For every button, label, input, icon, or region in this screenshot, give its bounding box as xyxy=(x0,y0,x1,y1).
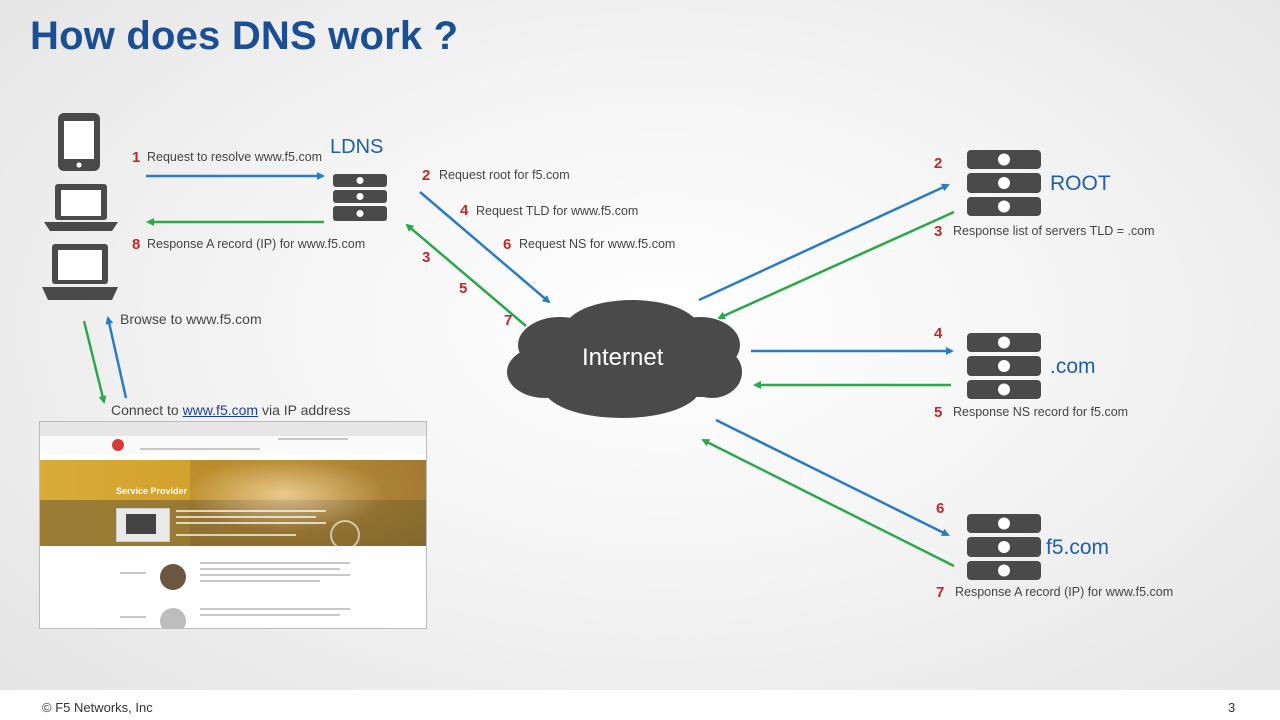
hero-thumbnail-screen xyxy=(126,514,156,534)
f5-label: f5.com xyxy=(1046,536,1110,559)
section-text-line xyxy=(200,580,320,582)
f5-logo-icon xyxy=(112,439,124,451)
step-label: Request root for f5.com xyxy=(439,168,570,182)
internet-label: Internet xyxy=(582,344,664,371)
step-number: 1 xyxy=(132,149,141,166)
com-server-icon xyxy=(967,333,1041,399)
arrow-internet-to-ldns xyxy=(405,223,527,327)
copyright: © F5 Networks, Inc xyxy=(42,700,153,715)
root-server-icon xyxy=(967,150,1041,216)
step-label: Response A record (IP) for www.f5.com xyxy=(147,237,366,251)
section-label-line xyxy=(120,616,146,618)
laptop-icon xyxy=(42,244,118,300)
arrow-ldns-to-internet xyxy=(419,191,551,304)
step-label: Request to resolve www.f5.com xyxy=(147,150,323,164)
root-label: ROOT xyxy=(1050,172,1111,195)
step-number: 6 xyxy=(936,500,945,517)
step-number: 4 xyxy=(460,202,469,219)
section-text-line xyxy=(200,574,350,576)
arrow-from-f5 xyxy=(701,438,955,568)
connect-label: Connect to www.f5.com via IP address xyxy=(111,402,350,418)
nav-links xyxy=(278,438,348,440)
page-number: 3 xyxy=(1228,700,1236,715)
browser-screenshot: Service Provider xyxy=(39,421,427,629)
arrow-browse xyxy=(105,316,128,399)
hero-text-line xyxy=(176,534,296,536)
step-number: 3 xyxy=(422,249,431,266)
step-number: 7 xyxy=(936,584,945,601)
step-number: 2 xyxy=(934,155,943,172)
ldns-server-icon xyxy=(333,174,387,221)
step-label: Response A record (IP) for www.f5.com xyxy=(955,585,1174,599)
com-label: .com xyxy=(1050,355,1096,378)
nav-links xyxy=(140,448,260,450)
section-text-line xyxy=(200,608,350,610)
step-number: 4 xyxy=(934,325,943,342)
step-number: 5 xyxy=(459,280,468,297)
connect-link[interactable]: www.f5.com xyxy=(182,402,259,418)
arrow-connect xyxy=(82,320,107,404)
hero-text-line xyxy=(176,516,316,518)
step-label: Request NS for www.f5.com xyxy=(519,237,676,251)
browser-chrome xyxy=(40,422,426,437)
hero-text-line xyxy=(176,522,326,524)
hero-text-line xyxy=(176,510,326,512)
browser-nav xyxy=(40,436,426,454)
section-text-line xyxy=(200,614,340,616)
step-label: Response NS record for f5.com xyxy=(953,405,1129,419)
cloud-icon xyxy=(507,300,742,418)
ldns-label: LDNS xyxy=(330,136,384,158)
arrow-to-f5 xyxy=(715,418,950,537)
footer-bar xyxy=(0,690,1280,720)
browse-label: Browse to www.f5.com xyxy=(120,311,262,327)
connect-prefix: Connect to xyxy=(111,402,183,418)
step-label: Request TLD for www.f5.com xyxy=(476,204,639,218)
connect-suffix: via IP address xyxy=(258,402,351,418)
section-image-circle xyxy=(160,608,186,628)
laptop-icon xyxy=(44,184,118,231)
step-number: 6 xyxy=(503,236,512,253)
hero-title: Service Provider xyxy=(116,486,188,496)
hero-circle-icon xyxy=(330,520,360,550)
section-text-line xyxy=(200,562,350,564)
section-text-line xyxy=(200,568,340,570)
step-number: 2 xyxy=(422,167,431,184)
f5-server-icon xyxy=(967,514,1041,580)
tablet-icon xyxy=(58,113,100,171)
arrow-from-root xyxy=(717,210,955,320)
section-image-circle xyxy=(160,564,186,590)
step-number: 8 xyxy=(132,236,141,253)
step-number: 7 xyxy=(504,312,513,329)
step-number: 5 xyxy=(934,404,943,421)
arrow-to-root xyxy=(698,183,950,302)
section-label-line xyxy=(120,572,146,574)
step-number: 3 xyxy=(934,223,943,240)
slide-title: How does DNS work ? xyxy=(30,14,459,58)
step-label: Response list of servers TLD = .com xyxy=(953,224,1155,238)
hero-image xyxy=(190,460,426,546)
